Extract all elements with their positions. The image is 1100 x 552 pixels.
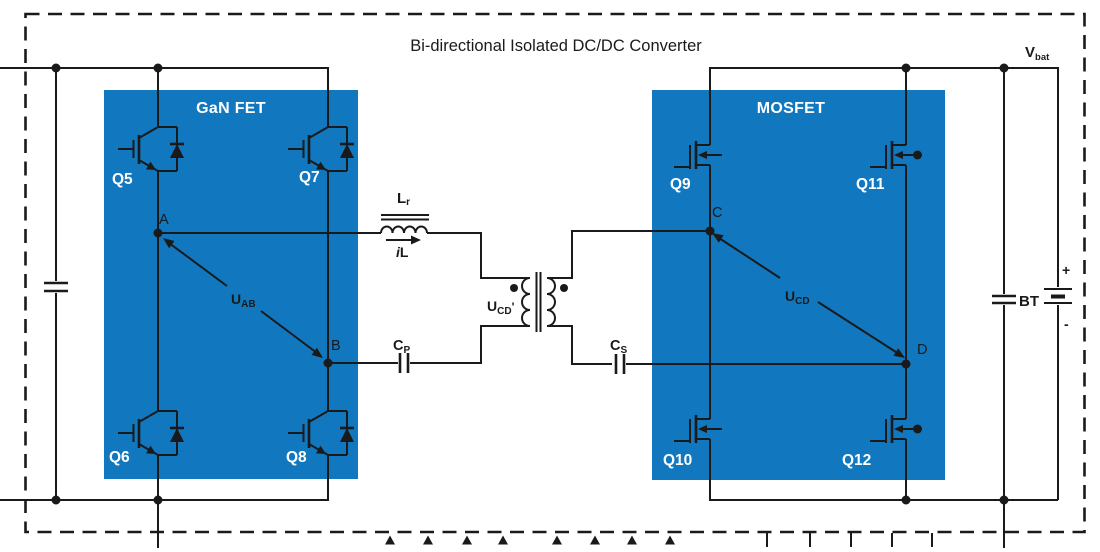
battery-label: BT bbox=[1019, 293, 1039, 310]
vbat-label: Vbat bbox=[1025, 44, 1050, 63]
dashed-enclosure-border bbox=[24, 12, 1086, 534]
transistor-q6-symbol bbox=[118, 410, 184, 456]
battery-minus-sign: - bbox=[1064, 316, 1069, 332]
transistor-q12-symbol bbox=[870, 415, 922, 443]
inductor-current-arrow bbox=[386, 235, 421, 245]
transistor-q11-symbol bbox=[870, 141, 922, 169]
inductor-label: Lr bbox=[397, 190, 410, 208]
ucd-label: UCD bbox=[785, 288, 810, 307]
q12-label: Q12 bbox=[842, 452, 871, 469]
battery-plus-sign: + bbox=[1062, 262, 1070, 278]
q9-label: Q9 bbox=[670, 176, 691, 193]
q5-label: Q5 bbox=[112, 171, 133, 188]
bottom-cropped-arrowheads bbox=[385, 535, 675, 545]
q8-label: Q8 bbox=[286, 449, 307, 466]
uab-voltage-arrow bbox=[163, 238, 323, 358]
transistor-q5-symbol bbox=[118, 126, 184, 172]
gan-fet-block-label: GaN FET bbox=[196, 100, 266, 117]
transistor-q9-symbol bbox=[674, 141, 722, 169]
q6-label: Q6 bbox=[109, 449, 130, 466]
node-d-label: D bbox=[917, 342, 927, 358]
q11-label: Q11 bbox=[856, 176, 885, 193]
uab-label: UAB bbox=[231, 291, 256, 310]
primary-cap-label: CP bbox=[393, 338, 410, 356]
wiring bbox=[0, 67, 1072, 548]
transistor-q7-symbol bbox=[288, 126, 354, 172]
q10-label: Q10 bbox=[663, 452, 692, 469]
inductor-current-label: iL bbox=[396, 244, 409, 260]
q7-label: Q7 bbox=[299, 169, 320, 186]
transistor-q8-symbol bbox=[288, 410, 354, 456]
node-a-label: A bbox=[159, 212, 169, 228]
mosfet-block-label: MOSFET bbox=[757, 100, 825, 117]
node-b-label: B bbox=[331, 338, 341, 354]
transformer-secondary-polarity-dot bbox=[560, 284, 568, 292]
transistor-q10-symbol bbox=[674, 415, 722, 443]
gan-fet-block bbox=[104, 90, 358, 479]
secondary-cap-label: CS bbox=[610, 338, 627, 356]
ucd-prime-label: UCD' bbox=[487, 298, 515, 317]
node-c-label: C bbox=[712, 205, 722, 221]
junction-dots bbox=[51, 63, 1009, 505]
bottom-cropped-box-edges bbox=[766, 533, 933, 547]
node-d-dot bbox=[901, 359, 911, 369]
node-b-dot bbox=[323, 358, 333, 368]
transformer-primary-polarity-dot bbox=[510, 284, 518, 292]
node-a-dot bbox=[153, 228, 163, 238]
node-c-dot bbox=[705, 226, 715, 236]
ucd-voltage-arrow bbox=[712, 233, 905, 358]
diagram-title: Bi-directional Isolated DC/DC Converter bbox=[410, 37, 702, 55]
